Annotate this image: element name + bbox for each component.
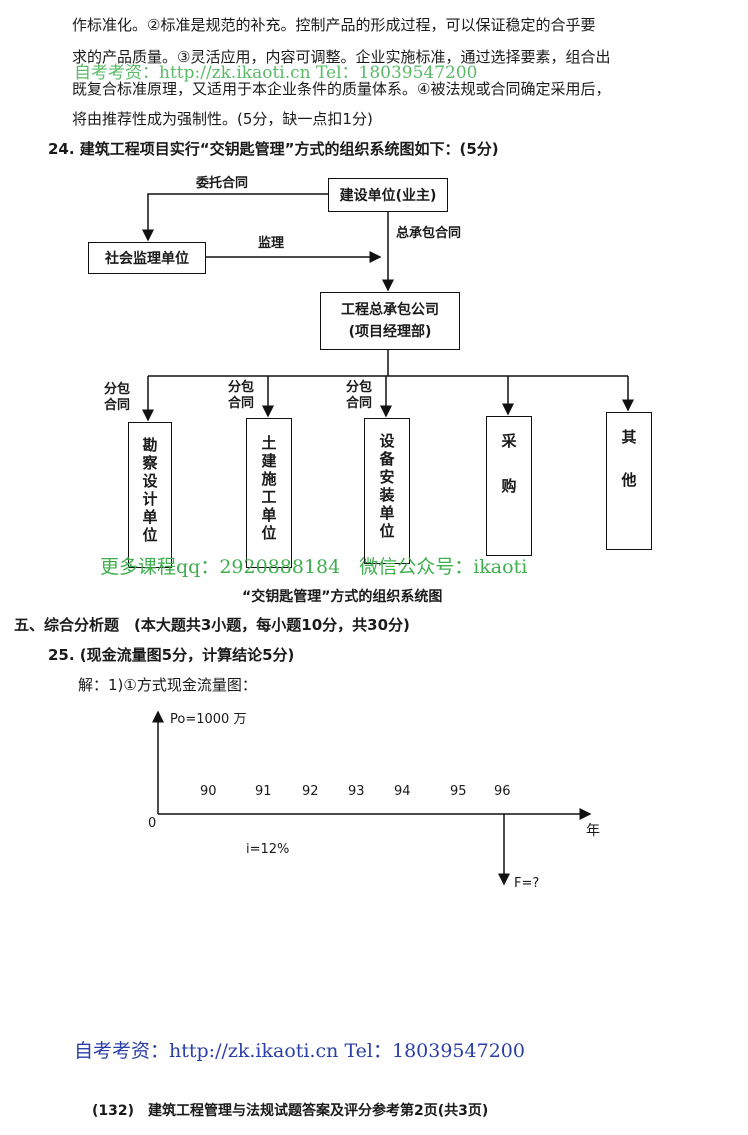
paragraph-line-1: 作标准化。②标准是规范的补充。控制产品的形成过程，可以保证稳定的合乎要: [72, 16, 596, 34]
page-footer: (132) 建筑工程管理与法规试题答案及评分参考第2页(共3页): [92, 1103, 489, 1119]
year-tick-93: 93: [348, 784, 365, 799]
subcontract-label-2-line1: 分包: [228, 380, 255, 395]
subcontract-label-3-line2: 合同: [346, 396, 373, 411]
unit-label-procurement: 采购: [499, 433, 518, 523]
year-tick-92: 92: [302, 784, 319, 799]
subcontract-label-3-line1: 分包: [346, 380, 373, 395]
subcontract-label-3: 分包 合同: [346, 380, 372, 412]
year-tick-91: 91: [255, 784, 272, 799]
diagram-caption: “交钥匙管理”方式的组织系统图: [242, 589, 443, 605]
subcontract-label-1-line1: 分包: [104, 382, 131, 397]
edge-label-entrust: 委托合同: [196, 176, 249, 191]
owner-box: 建设单位(业主): [328, 178, 448, 212]
edge-label-general-contract: 总承包合同: [396, 226, 462, 241]
watermark-top: 自考考资：http://zk.ikaoti.cn Tel：18039547200: [74, 63, 478, 83]
question-25-solution: 解：1)①方式现金流量图：: [78, 676, 257, 694]
p0-label: Po=1000 万: [170, 712, 247, 727]
year-tick-90: 90: [200, 784, 217, 799]
watermark-bottom: 自考考资：http://zk.ikaoti.cn Tel：18039547200: [74, 1040, 525, 1062]
subcontract-label-2: 分包 合同: [228, 380, 254, 412]
org-diagram-lines: [142, 193, 634, 422]
unit-label-survey-design: 勘察设计单位: [140, 437, 159, 545]
subcontract-label-2-line2: 合同: [228, 396, 255, 411]
supervisor-box: 社会监理单位: [88, 242, 206, 274]
contractor-box: 工程总承包公司 (项目经理部): [320, 292, 460, 350]
unit-box-other: 其他: [606, 412, 652, 550]
unit-box-procurement: 采购: [486, 416, 532, 556]
unit-label-equipment-install: 设备安装单位: [377, 433, 396, 541]
year-tick-96: 96: [494, 784, 511, 799]
unit-label-civil-construction: 土建施工单位: [259, 435, 278, 543]
interest-rate-label: i=12%: [246, 842, 290, 857]
unit-label-other: 其他: [619, 429, 638, 515]
subcontract-label-1-line2: 合同: [104, 398, 131, 413]
edge-label-supervise: 监理: [258, 236, 285, 251]
paragraph-line-2: 求的产品质量。③灵活应用，内容可调整。企业实施标准，通过选择要素，组合出: [72, 48, 611, 66]
paragraph-line-4: 将由推荐性成为强制性。(5分，缺一点扣1分): [72, 110, 373, 128]
axis-origin: 0: [148, 816, 157, 831]
unit-box-equipment-install: 设备安装单位: [364, 418, 410, 564]
unit-box-civil-construction: 土建施工单位: [246, 418, 292, 568]
paragraph-line-3: 既复合标准原理，又适用于本企业条件的质量体系。④被法规或合同确定采用后，: [72, 80, 611, 98]
contractor-name: 工程总承包公司: [341, 302, 439, 318]
future-value-label: F=?: [514, 876, 540, 891]
year-tick-94: 94: [394, 784, 411, 799]
axis-unit-label: 年: [586, 823, 600, 839]
section-5-heading: 五、综合分析题 (本大题共3小题，每小题10分，共30分): [14, 616, 410, 634]
question-25: 25. (现金流量图5分，计算结论5分): [48, 646, 295, 664]
question-24: 24. 建筑工程项目实行“交钥匙管理”方式的组织系统图如下：(5分): [48, 140, 499, 158]
year-tick-95: 95: [450, 784, 467, 799]
watermark-middle: 更多课程qq：2920888184 微信公众号：ikaoti: [100, 556, 528, 578]
subcontract-label-1: 分包 合同: [104, 382, 130, 414]
unit-box-survey-design: 勘察设计单位: [128, 422, 172, 568]
contractor-sub: (项目经理部): [348, 324, 432, 340]
